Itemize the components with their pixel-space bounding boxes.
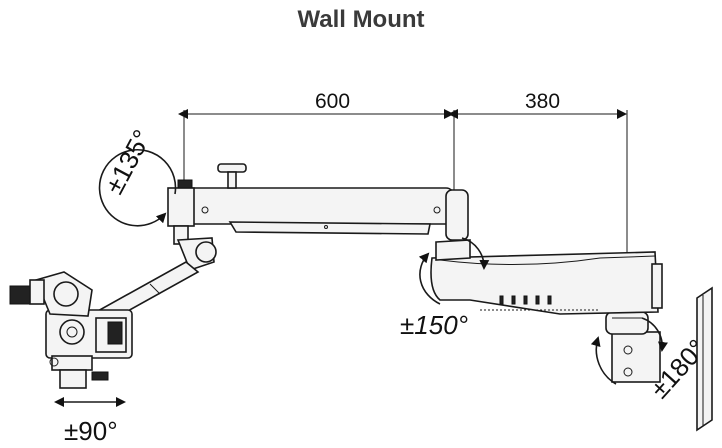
rotation-arrow-150-left: [418, 252, 441, 305]
rotation-label-90: ±90°: [64, 416, 118, 446]
rotation-arrow-180-left: [590, 336, 617, 385]
dimension-600-label: 600: [315, 90, 350, 113]
tension-knob: [217, 163, 247, 189]
diagram-title: Wall Mount: [297, 6, 425, 33]
rotation-arrow-150-right: [461, 237, 490, 270]
tilt-joint: [167, 179, 195, 245]
wall-plate: [611, 286, 713, 432]
rotation-arrow-135: [98, 148, 177, 227]
wall-pivot: [605, 311, 649, 335]
rotation-label-150: ±150°: [400, 310, 468, 340]
rotation-arrow-180-right: [641, 317, 668, 352]
rotation-label-135: ±135°: [99, 125, 157, 199]
link-arm: [94, 237, 217, 323]
vent-slots: [499, 295, 552, 305]
dimension-380-label: 380: [525, 90, 560, 113]
microscope-head: [9, 271, 133, 389]
main-arm: [185, 163, 469, 241]
